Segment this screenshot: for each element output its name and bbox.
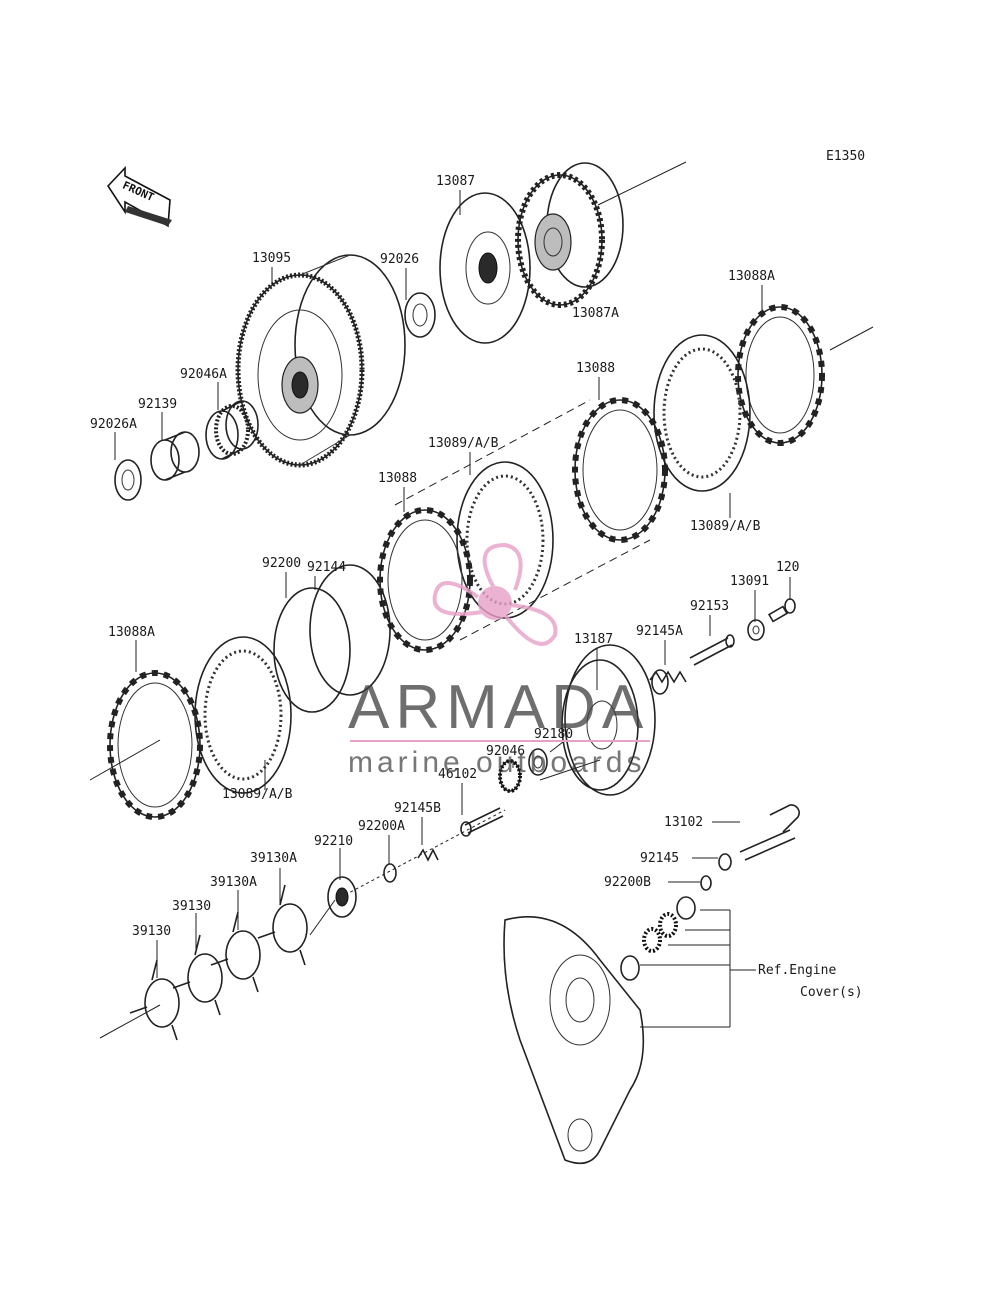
bolt-120-part xyxy=(767,598,796,623)
watermark-brand: ARMADA xyxy=(348,673,649,742)
part-label: 92200 xyxy=(262,556,301,571)
front-arrow-icon: FRONT xyxy=(106,165,172,228)
part-label: 92210 xyxy=(314,834,353,849)
part-label: 92200A xyxy=(358,819,405,834)
clutch-housing-part xyxy=(235,254,406,468)
part-label: 92046 xyxy=(486,744,525,759)
washer-92200b-part xyxy=(700,875,712,891)
part-label: 13089/A/B xyxy=(428,436,499,451)
washer-13091-part xyxy=(747,619,765,641)
release-shaft-13102-part xyxy=(739,804,800,861)
spring-92145-part xyxy=(718,853,732,871)
armada-watermark: ARMADA marine outboards xyxy=(348,542,650,779)
part-label: 120 xyxy=(776,560,799,575)
part-label: 92026 xyxy=(380,252,419,267)
needle-bearing-92046a-part xyxy=(205,400,259,460)
propeller-logo-icon xyxy=(432,542,558,646)
washer-92200a-part xyxy=(383,863,397,883)
part-label: 13187 xyxy=(574,632,613,647)
part-label: 39130 xyxy=(172,899,211,914)
seat-ring-92200-part xyxy=(273,587,351,713)
clutch-spring-plate-13187-part xyxy=(561,644,656,796)
watermark-tagline: marine outboards xyxy=(348,746,645,779)
friction-plate-13088-upper-part xyxy=(572,397,668,543)
part-label: 13089/A/B xyxy=(690,519,761,534)
spring-ring-92144-part xyxy=(309,564,391,696)
part-label: 13095 xyxy=(252,251,291,266)
steel-plate-13089-top-part xyxy=(653,334,751,492)
engine-cover-part xyxy=(503,916,645,1165)
part-label: 92145 xyxy=(640,851,679,866)
part-label: 92145A xyxy=(636,624,683,639)
part-label: 13088 xyxy=(378,471,417,486)
lever-plate-39130-2-part xyxy=(129,959,180,1041)
bearing-ref-2-part xyxy=(658,912,678,938)
part-label: 39130A xyxy=(210,875,257,890)
part-label: 13102 xyxy=(664,815,703,830)
part-label: 92200B xyxy=(604,875,651,890)
diagram-code: E1350 xyxy=(826,149,865,164)
friction-plate-13088a-top-part xyxy=(735,304,825,446)
lever-plate-39130a-2-part xyxy=(210,911,261,993)
part-label: 13089/A/B xyxy=(222,787,293,802)
reference-note-line-2: Cover(s) xyxy=(800,985,863,1000)
lever-plate-39130a-1-part xyxy=(257,884,308,966)
part-label: 92026A xyxy=(90,417,137,432)
friction-plate-13088-lower-part xyxy=(377,507,473,653)
pushrod-46102-part xyxy=(460,807,504,837)
part-labels: 13087 13087A 13095 92026 13088A 92046A 9… xyxy=(90,174,799,939)
part-label: 13088A xyxy=(728,269,775,284)
collar-92210-part xyxy=(327,876,357,918)
part-label: 13088A xyxy=(108,625,155,640)
part-label: 46102 xyxy=(438,767,477,782)
part-label: 13091 xyxy=(730,574,769,589)
collar-92139-part xyxy=(150,431,200,481)
friction-plate-13088a-bottom-part xyxy=(107,670,203,820)
spring-92145a-part xyxy=(649,669,687,695)
lever-plate-39130-1-part xyxy=(172,934,223,1016)
pressure-plate-part xyxy=(439,192,531,344)
washer-92026-part xyxy=(404,292,436,338)
bearing-ref-3-part xyxy=(642,927,662,953)
clutch-hub-drum-part xyxy=(515,162,624,308)
spring-92145b-part xyxy=(417,848,439,862)
part-label: 13087A xyxy=(572,306,619,321)
washer-92026a-part xyxy=(114,459,142,501)
part-label: 92139 xyxy=(138,397,177,412)
reference-bracket xyxy=(640,909,756,1028)
part-label: 92153 xyxy=(690,599,729,614)
leader-lines xyxy=(114,190,791,978)
reference-note-line-1: Ref.Engine xyxy=(758,963,836,978)
bolt-92153-part xyxy=(689,634,735,666)
bearing-ref-1-part xyxy=(676,896,696,920)
part-label: 39130A xyxy=(250,851,297,866)
part-label: 13087 xyxy=(436,174,475,189)
part-label: 92180 xyxy=(534,727,573,742)
part-label: 92046A xyxy=(180,367,227,382)
bearing-92046-part xyxy=(498,759,522,793)
steel-plate-13089-lower-part xyxy=(194,636,292,794)
part-label: 92145B xyxy=(394,801,441,816)
part-label: 39130 xyxy=(132,924,171,939)
washer-92180-part xyxy=(528,748,548,776)
part-label: 13088 xyxy=(576,361,615,376)
part-label: 92144 xyxy=(307,560,346,575)
